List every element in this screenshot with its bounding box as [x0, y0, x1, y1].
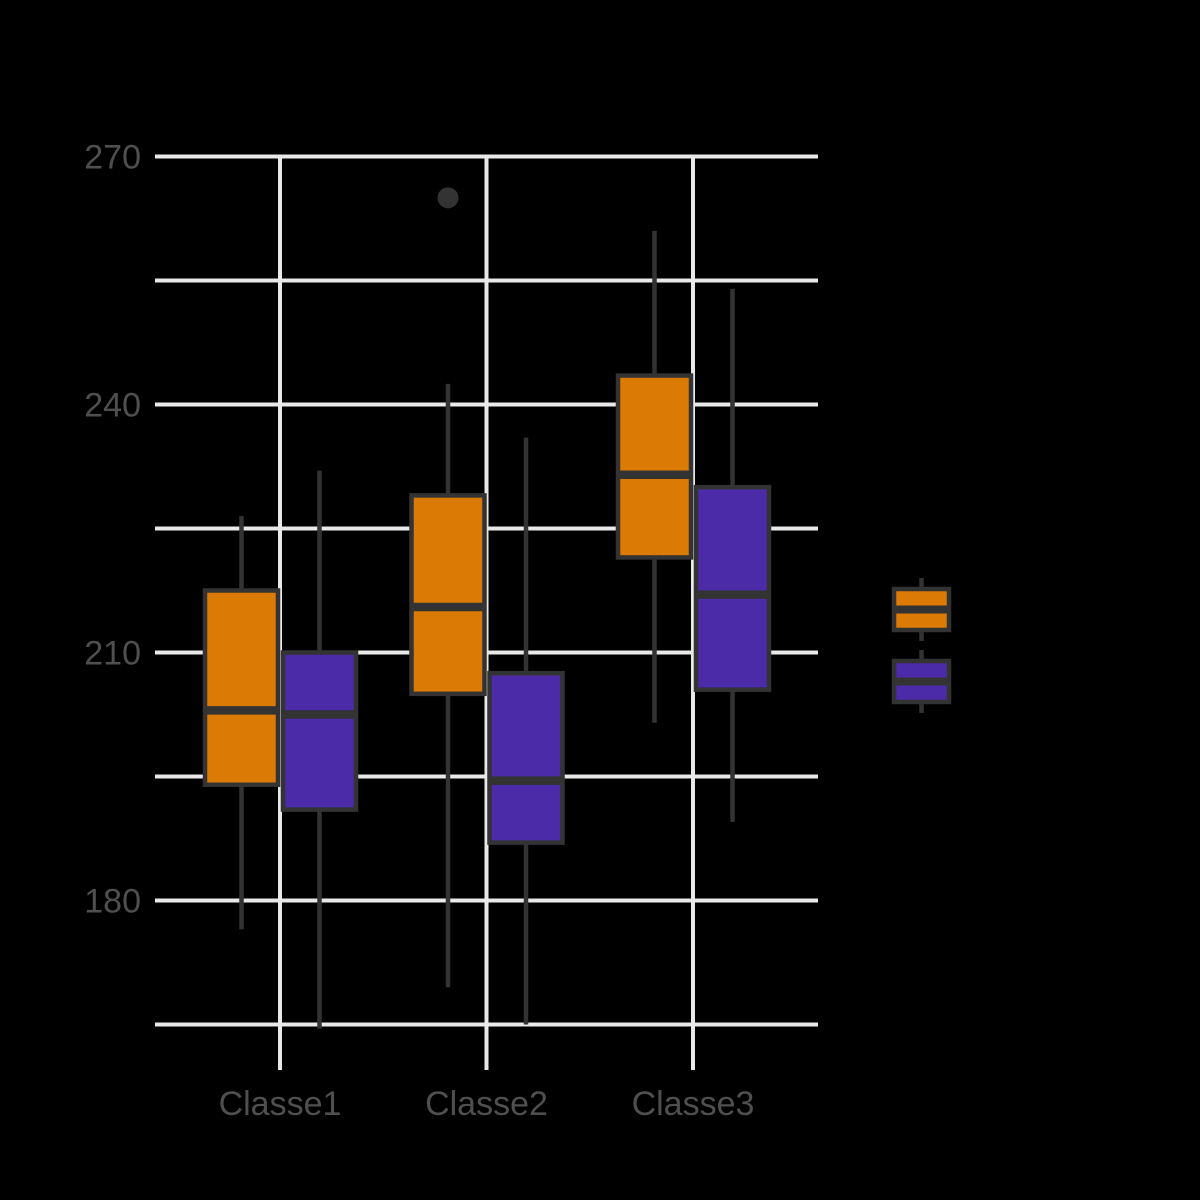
y-axis-label-210: 210 [84, 635, 141, 673]
box-classe3-purple [693, 484, 772, 692]
series-orange [202, 187, 694, 988]
box-classe2-orange [409, 493, 487, 697]
legend-key-orange [891, 578, 952, 641]
x-axis-label-classe1: Classe1 [219, 1085, 342, 1123]
box-classe3-orange [615, 373, 694, 560]
y-axis-label-180: 180 [84, 883, 141, 921]
box-classe1-purple [280, 650, 359, 812]
legend-key-purple [891, 650, 952, 713]
outlier-dot-classe2-orange [437, 187, 459, 209]
x-axis-label-classe2: Classe2 [425, 1085, 548, 1123]
y-axis: 270 240 210 180 [84, 139, 141, 921]
box-classe2-purple [487, 670, 565, 845]
x-axis: Classe1 Classe2 Classe3 [219, 1085, 755, 1123]
y-axis-label-240: 240 [84, 387, 141, 425]
series-purple [280, 288, 772, 1029]
box-classe1-orange [202, 588, 281, 788]
y-axis-label-270: 270 [84, 139, 141, 177]
x-axis-label-classe3: Classe3 [632, 1085, 755, 1123]
legend [891, 578, 952, 713]
